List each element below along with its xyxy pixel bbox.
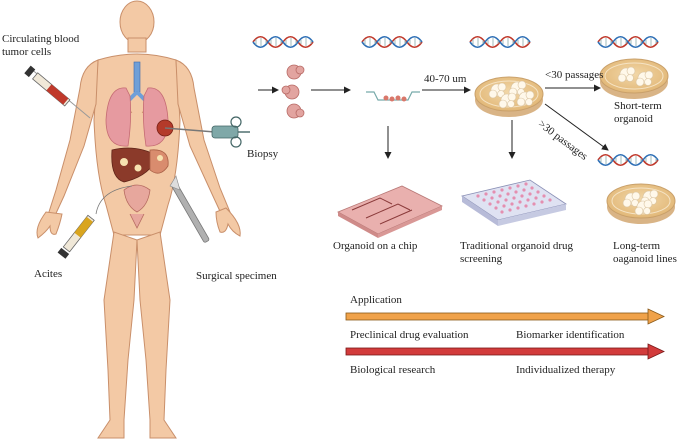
- acites-syringe: [57, 185, 133, 259]
- long-term-lines-label: Long-term oaganoid lines: [613, 240, 677, 265]
- petri-dish-organoids: [474, 76, 544, 118]
- tissue-fragments: [281, 64, 305, 119]
- blood-syringe: [24, 65, 91, 119]
- circulating-label: Circulating blood tumor cells: [2, 33, 80, 58]
- surgical-scalpel: [169, 175, 210, 243]
- surgical-specimen-label: Surgical specimen: [196, 270, 277, 282]
- organoid-chip-label: Organoid on a chip: [333, 240, 418, 252]
- application-arrow-orange: [345, 308, 665, 325]
- flow-arrow: [544, 103, 609, 151]
- dna-helix-icon: [361, 35, 423, 49]
- individualized-therapy-label: Individualized therapy: [516, 364, 616, 376]
- dna-helix-icon: [597, 35, 659, 49]
- preclinical-label: Preclinical drug evaluation: [350, 329, 469, 341]
- dna-helix-icon: [252, 35, 314, 49]
- long-term-dish: [606, 183, 676, 225]
- biological-research-label: Biological research: [350, 364, 436, 376]
- organs: [105, 61, 174, 229]
- application-label: Application: [350, 294, 402, 306]
- cell-strainer: [366, 91, 420, 102]
- size-range-label: 40-70 um: [424, 73, 467, 85]
- dna-helix-icon: [469, 35, 531, 49]
- application-arrow-red: [345, 343, 665, 360]
- acites-label: Acites: [34, 268, 63, 280]
- lt30-passages-label: <30 passages: [545, 69, 604, 81]
- organoid-chip: [337, 185, 443, 238]
- short-term-dish: [599, 58, 669, 100]
- well-plate: [461, 179, 567, 226]
- biopsy-label: Biopsy: [247, 148, 279, 160]
- short-term-organoid-label: Short-term organoid: [614, 100, 662, 125]
- biomarker-label: Biomarker identification: [516, 329, 625, 341]
- dna-helix-icon: [597, 153, 659, 167]
- traditional-screening-label: Traditional organoid drug screening: [460, 240, 574, 265]
- biopsy-needle: [164, 116, 250, 148]
